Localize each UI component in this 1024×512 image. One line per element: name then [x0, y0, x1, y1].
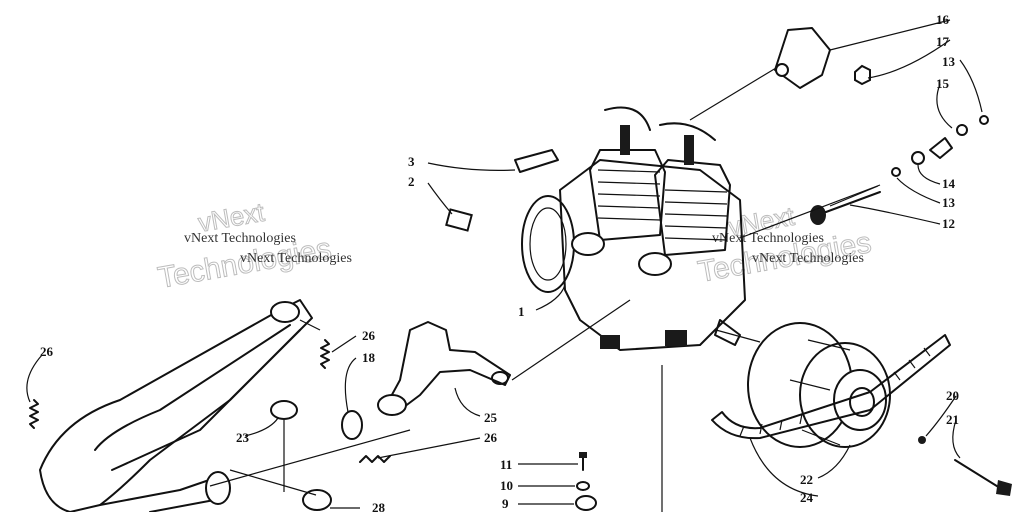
- exhaust-manifold: [377, 321, 511, 416]
- callout-11: 11: [500, 457, 512, 472]
- engine-assembly: [445, 106, 746, 351]
- callout-16: 16: [936, 12, 950, 27]
- callout-3: 3: [408, 154, 415, 169]
- callout-26b: 26: [362, 328, 376, 343]
- callout-10: 10: [500, 478, 513, 493]
- callout-21: 21: [946, 412, 959, 427]
- callout-22: 22: [800, 472, 813, 487]
- callout-23: 23: [236, 430, 250, 445]
- hardware-9-10-11: [575, 452, 597, 511]
- callout-1: 1: [518, 304, 525, 319]
- callout-13a: 13: [942, 54, 956, 69]
- watermark-right: vNext Technologies vNext Technologies vN…: [695, 200, 874, 289]
- callout-18: 18: [362, 350, 376, 365]
- callout-2: 2: [408, 174, 415, 189]
- callout-14: 14: [942, 176, 956, 191]
- svg-text:vNext Technologies: vNext Technologies: [712, 231, 824, 246]
- nut-17: [854, 64, 871, 86]
- callout-12: 12: [942, 216, 955, 231]
- washers-13-14-15: [891, 115, 989, 177]
- callout-15: 15: [936, 76, 950, 91]
- drive-clutch: [747, 322, 891, 448]
- callout-20: 20: [946, 388, 959, 403]
- svg-text:vNext Technologies: vNext Technologies: [184, 231, 296, 246]
- svg-text:vNext Technologies: vNext Technologies: [240, 251, 352, 266]
- cover-bracket: [774, 27, 831, 89]
- callout-labels: 1 2 3 9 10 11 12 13 13 14 15 16 17 18 20…: [40, 12, 959, 512]
- callout-13b: 13: [942, 195, 956, 210]
- callout-25: 25: [484, 410, 498, 425]
- callout-17: 17: [936, 34, 950, 49]
- callout-9: 9: [502, 496, 509, 511]
- leader-lines: [26, 19, 983, 512]
- bolt-21: [918, 436, 1012, 496]
- callout-28: 28: [372, 500, 386, 512]
- callout-24: 24: [800, 490, 814, 505]
- callout-26c: 26: [484, 430, 498, 445]
- expansion-chamber: [39, 299, 332, 512]
- watermark-left: vNext Technologies vNext Technologies vN…: [155, 196, 352, 295]
- drive-belt: [711, 334, 951, 440]
- callout-26a: 26: [40, 344, 54, 359]
- gasket-18: [341, 410, 363, 440]
- svg-text:vNext Technologies: vNext Technologies: [752, 251, 864, 266]
- bolt-12: [810, 185, 881, 225]
- springs-26: [29, 339, 391, 463]
